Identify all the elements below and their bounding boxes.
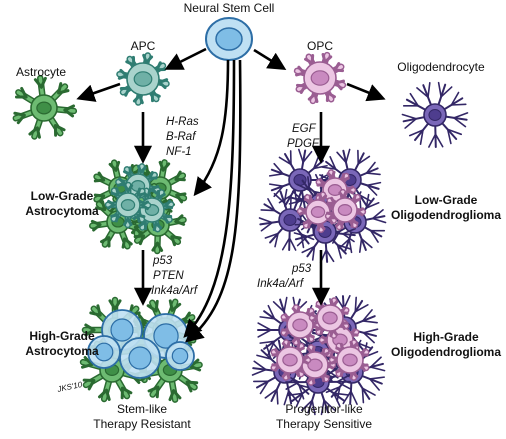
high-grade-oligodendroglioma-cluster — [253, 296, 385, 415]
label-opc: OPC — [307, 39, 333, 53]
arrow-opc-to-oligodendrocyte — [347, 84, 382, 98]
label-low-grade-astrocytoma-line1: Low-Grade — [31, 189, 94, 203]
gene-b-raf: B-Raf — [166, 131, 197, 143]
neural-stem-cell — [206, 18, 252, 60]
artist-signature: JKS'10 — [56, 380, 84, 394]
caption-therapy-sensitive: Therapy Sensitive — [276, 417, 372, 431]
gene-pten: PTEN — [153, 270, 184, 282]
label-high-grade-astrocytoma-line1: High-Grade — [29, 329, 95, 343]
stem-like-cell — [166, 342, 194, 370]
arrow-stem-to-opc — [254, 50, 283, 68]
gene-egf: EGF — [292, 123, 317, 135]
gene-h-ras: H-Ras — [166, 116, 199, 128]
gene-nf-1: NF-1 — [166, 146, 192, 158]
label-astrocyte: Astrocyte — [16, 65, 66, 79]
caption-stem-like: Stem-like — [117, 402, 167, 416]
arrow-apc-to-astrocyte — [80, 84, 120, 98]
high-grade-astrocytoma-cluster — [83, 300, 200, 400]
low-grade-oligodendroglioma-cluster — [260, 149, 386, 262]
arrow-stem-to-low-grade-astrocytoma — [196, 60, 228, 193]
gene-ink4a-arf-oligo: Ink4a/Arf — [257, 278, 305, 290]
low-grade-astrocytoma-cluster — [92, 162, 185, 251]
arrow-stem-to-apc — [168, 49, 206, 68]
label-oligodendrocyte: Oligodendrocyte — [397, 60, 485, 74]
apc-cell — [119, 55, 166, 102]
label-neural-stem-cell: Neural Stem Cell — [184, 1, 275, 15]
label-low-grade-astrocytoma-line2: Astrocytoma — [25, 204, 99, 218]
gene-p53-astro: p53 — [152, 255, 173, 267]
label-low-grade-oligodendroglioma-line2: Oligodendroglioma — [391, 208, 501, 222]
label-apc: APC — [131, 39, 156, 53]
gene-ink4a-arf-astro: Ink4a/Arf — [151, 285, 199, 297]
label-high-grade-oligodendroglioma-line1: High-Grade — [413, 330, 479, 344]
hg-opc-cell — [298, 347, 333, 382]
gene-pdgf: PDGF — [287, 138, 320, 150]
opc-cell — [297, 55, 344, 102]
label-low-grade-oligodendroglioma-line1: Low-Grade — [415, 193, 478, 207]
astrocytoma-cell-teal — [108, 185, 148, 225]
oligodendrocyte-cell — [402, 83, 467, 147]
astrocyte-cell — [15, 78, 74, 137]
label-high-grade-oligodendroglioma-line2: Oligodendroglioma — [391, 345, 501, 359]
caption-therapy-resistant: Therapy Resistant — [93, 417, 191, 431]
caption-progenitor-like: Progenitor-like — [285, 402, 363, 416]
label-high-grade-astrocytoma-line2: Astrocytoma — [25, 344, 99, 358]
gene-p53-oligo: p53 — [291, 263, 312, 275]
stem-like-cell — [120, 338, 160, 378]
